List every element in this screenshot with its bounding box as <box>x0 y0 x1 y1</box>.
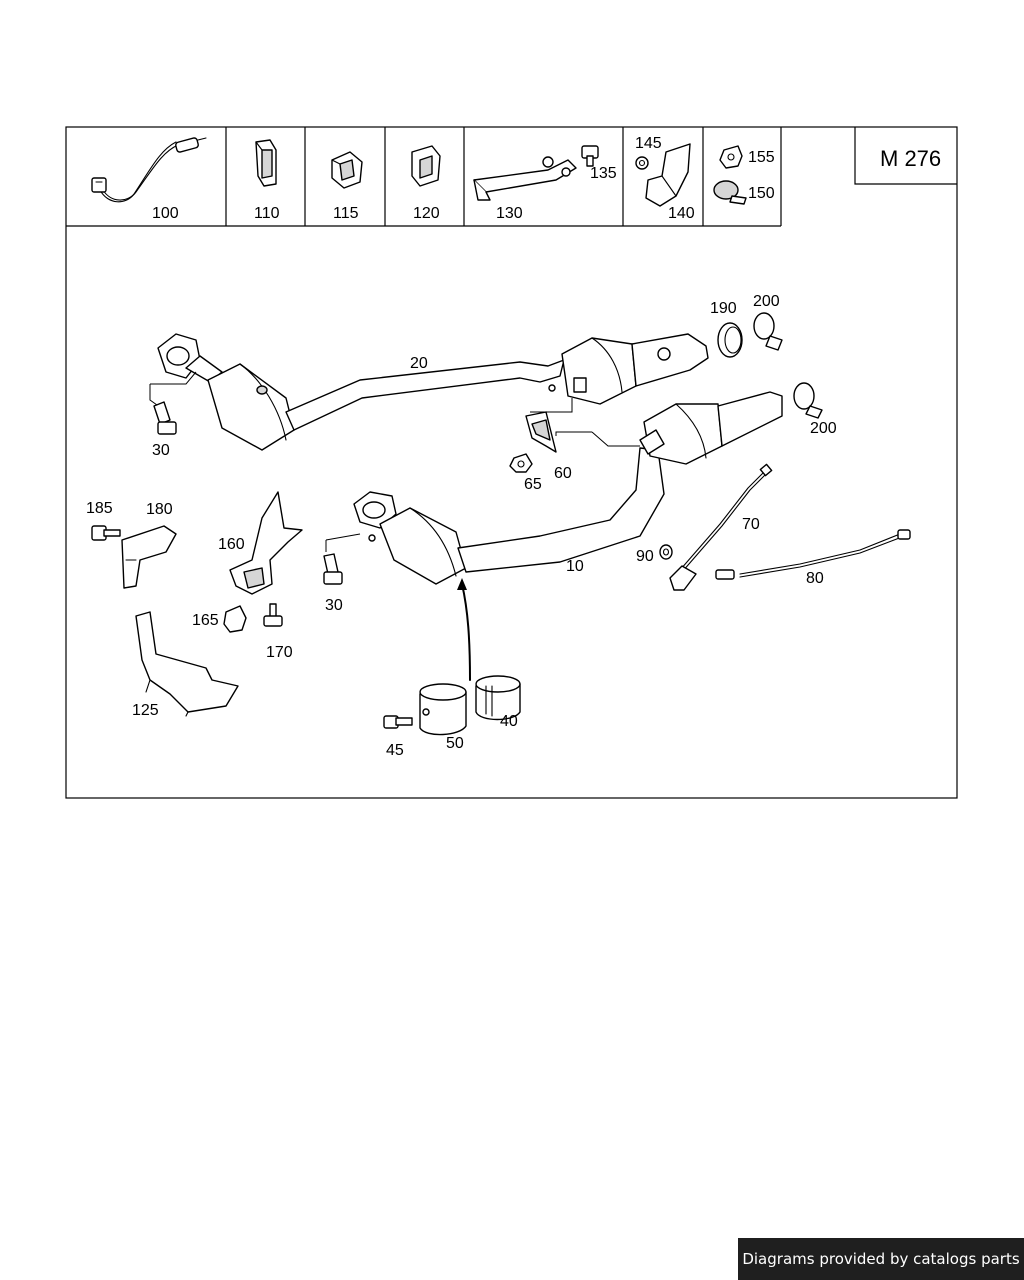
callout-180: 180 <box>146 501 173 518</box>
legend-label-135: 135 <box>590 165 617 182</box>
legend-bracket-140: 140 <box>645 143 695 222</box>
legend-label-150: 150 <box>748 185 775 202</box>
bracket-160 <box>229 491 303 595</box>
bolt-185 <box>91 525 121 541</box>
callout-190: 190 <box>710 300 737 317</box>
legend-label-140: 140 <box>668 205 695 222</box>
callout-200-upper: 200 <box>753 293 780 310</box>
bracket-125 <box>135 611 239 717</box>
legend-grid <box>66 127 782 227</box>
legend-label-120: 120 <box>413 205 440 222</box>
callout-185: 185 <box>86 500 113 517</box>
callout-45: 45 <box>386 742 404 759</box>
legend-label-115: 115 <box>333 205 359 222</box>
credit-banner: Diagrams provided by catalogs parts <box>738 1238 1024 1280</box>
clip-165 <box>223 605 247 633</box>
heat-shield-40 <box>475 675 521 721</box>
callout-170: 170 <box>266 644 293 661</box>
sensor-70 <box>669 463 773 591</box>
legend-nut-145: 145 <box>635 135 662 170</box>
legend-label-110: 110 <box>254 205 280 222</box>
callout-165: 165 <box>192 612 219 629</box>
legend-nut-155: 155 <box>719 145 775 169</box>
callout-30-upper: 30 <box>152 442 170 459</box>
bolt-30-upper <box>153 401 177 435</box>
callout-50: 50 <box>446 735 464 752</box>
model-label: M 276 <box>880 146 941 171</box>
nut-65 <box>509 453 533 473</box>
ring-190 <box>717 322 743 358</box>
bracket-60 <box>525 411 557 453</box>
callout-160: 160 <box>218 536 245 553</box>
legend-clamp-150: 150 <box>713 180 775 205</box>
callout-labels: 20 190 200 200 30 60 65 185 180 160 10 7… <box>86 293 837 759</box>
legend-clip-110: 110 <box>254 139 280 222</box>
legend-label-145: 145 <box>635 135 662 152</box>
callout-10: 10 <box>566 558 584 575</box>
assembly-arrow <box>457 578 471 681</box>
legend-label-155: 155 <box>748 149 775 166</box>
bolt-30-lower <box>323 553 343 585</box>
leader-lines <box>149 371 640 552</box>
legend-label-130: 130 <box>496 205 523 222</box>
legend-clip-115: 115 <box>331 151 363 222</box>
exhaust-pipe-20 <box>157 333 709 451</box>
callout-65: 65 <box>524 476 542 493</box>
diagram-frame <box>65 126 958 799</box>
callout-125: 125 <box>132 702 159 719</box>
clamp-200-upper <box>753 312 783 351</box>
bracket-180 <box>121 525 177 589</box>
heat-shield-50 <box>419 683 467 736</box>
callout-60: 60 <box>554 465 572 482</box>
legend-label-100: 100 <box>152 205 179 222</box>
legend-clip-120: 120 <box>411 145 441 222</box>
callout-30-lower: 30 <box>325 597 343 614</box>
callout-90: 90 <box>636 548 654 565</box>
washer-90 <box>659 544 673 560</box>
screw-45 <box>383 715 413 729</box>
callout-80: 80 <box>806 570 824 587</box>
clamp-200-lower <box>793 382 823 419</box>
legend-oxygen-sensor: 100 <box>91 137 207 222</box>
callout-70: 70 <box>742 516 760 533</box>
callout-200-lower: 200 <box>810 420 837 437</box>
sensor-80 <box>715 529 911 580</box>
legend-bracket-130: 130 <box>473 156 577 222</box>
bolt-170 <box>263 603 283 627</box>
legend-bolt-135: 135 <box>581 145 617 182</box>
model-label-box: M 276 <box>854 127 957 185</box>
callout-20: 20 <box>410 355 428 372</box>
exhaust-pipe-10 <box>353 391 783 585</box>
callout-40: 40 <box>500 713 518 730</box>
